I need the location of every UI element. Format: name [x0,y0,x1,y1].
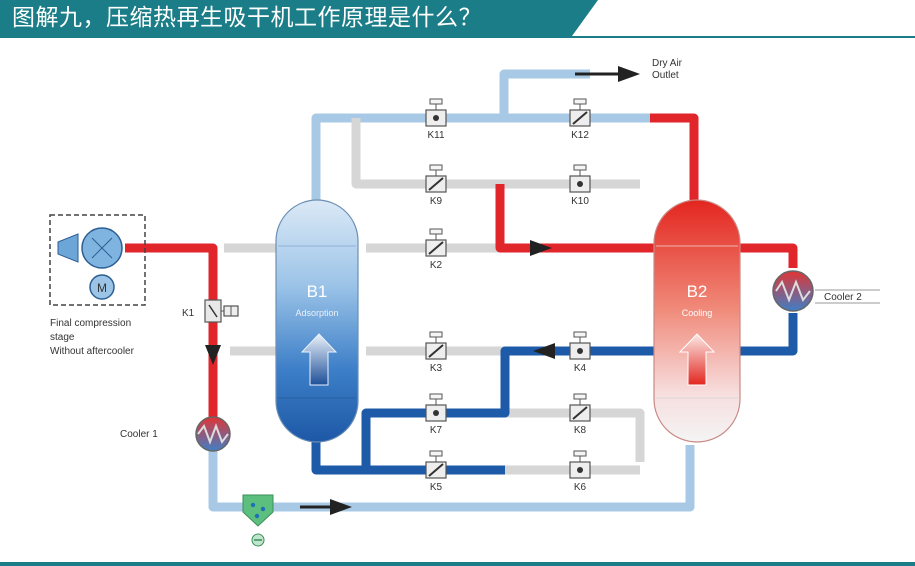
valve-k11[interactable] [425,98,447,127]
valve-k1-label: K1 [182,308,195,319]
flow-arrows [205,66,640,515]
b1-mode: Adsorption [295,308,338,318]
valve-k3[interactable] [425,331,447,360]
compressor: M [49,214,146,306]
valve-k11-label: K11 [427,130,444,141]
title-bar [0,0,598,36]
b2-name: B2 [687,282,708,301]
separator [242,494,274,547]
valve-k6[interactable] [569,450,591,479]
vessel-b1 [275,199,359,443]
valve-k12-label: K12 [571,130,589,141]
motor-icon [89,274,115,300]
valve-k7-label: K7 [430,425,443,436]
title-underline [0,36,915,38]
compressor-caption-1: Final compression [50,318,131,329]
valve-k9-label: K9 [430,196,443,207]
valve-k3-label: K3 [430,363,443,374]
dry-air-outlet-line2: Outlet [652,70,679,81]
valve-k10-label: K10 [571,196,589,207]
compressor-caption-3: Without aftercooler [50,346,135,357]
valve-k9[interactable] [425,164,447,193]
valve-k8[interactable] [569,393,591,422]
motor-label: M [97,281,107,295]
compressor-caption-2: stage [50,332,75,343]
b2-mode: Cooling [682,308,713,318]
valve-k7[interactable] [425,393,447,422]
page-title: 图解九，压缩热再生吸干机工作原理是什么？ [12,5,482,31]
b1-flow-arrow [300,333,338,386]
valve-k5[interactable] [425,450,447,479]
valve-k4[interactable] [569,331,591,360]
cooler-1-label: Cooler 1 [120,429,158,440]
light-blue-pipes [208,69,695,512]
compressor-boundary [49,214,146,306]
vessel-b2 [653,199,741,443]
cooler-2 [772,270,880,312]
cooler-2-label: Cooler 2 [824,292,862,303]
b2-flow-arrow [678,333,716,386]
valve-k5-label: K5 [430,482,443,493]
valve-k6-label: K6 [574,482,587,493]
valve-k2[interactable] [425,228,447,257]
dry-air-outlet-line1: Dry Air [652,58,683,69]
bottom-rule [0,562,915,566]
hot-pipes [125,113,798,418]
valve-k1[interactable] [204,299,239,323]
cooler-1 [195,416,231,452]
b1-name: B1 [307,282,328,301]
valve-k4-label: K4 [574,363,587,374]
valve-k12[interactable] [569,98,591,127]
valve-k10[interactable] [569,164,591,193]
valve-k8-label: K8 [574,425,587,436]
valve-k2-label: K2 [430,260,443,271]
